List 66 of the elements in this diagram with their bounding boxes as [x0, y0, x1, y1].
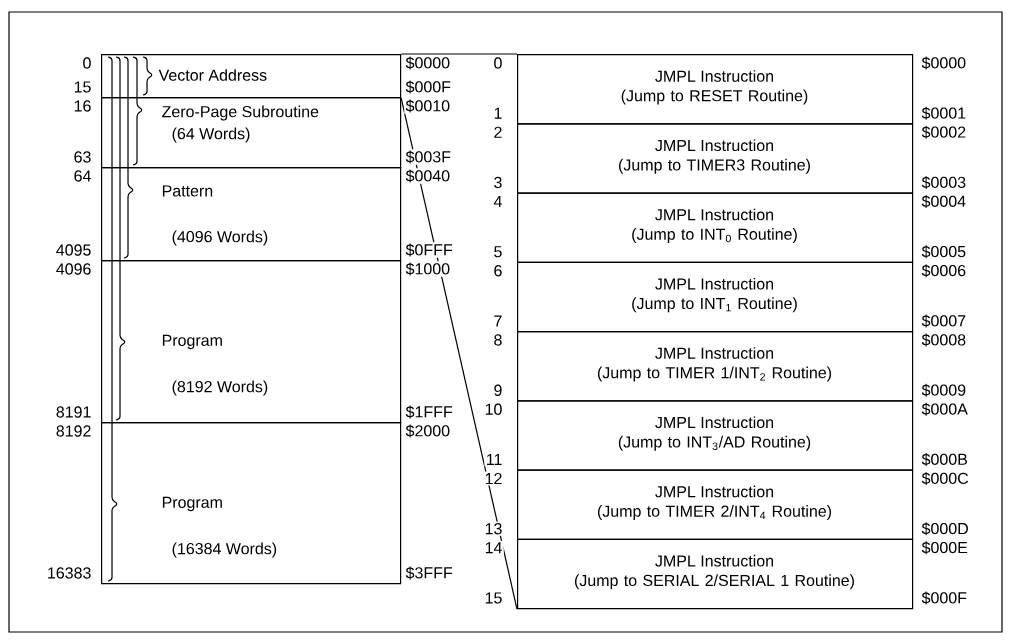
address-label: 5	[492, 244, 504, 259]
address-label: 0	[492, 56, 504, 70]
address-label: $0004	[920, 193, 968, 210]
memory-block: JMPL Instruction (Jump to TIMER 2/INT$_{4}$ Routine)	[517, 469, 914, 540]
address-label: $1FFF	[404, 404, 455, 420]
address-label: $1000	[404, 261, 452, 277]
address-label: $0000	[404, 55, 452, 71]
address-label: 63	[72, 150, 93, 164]
address-label: 14	[483, 540, 504, 555]
address-label: $0040	[404, 168, 452, 184]
address-label: 2	[492, 125, 504, 140]
memory-block: JMPL Instruction (Jump to RESET Routine)	[517, 54, 914, 125]
address-label: $000D	[920, 520, 971, 537]
address-label: $0005	[920, 243, 968, 260]
address-label: $0002	[920, 124, 968, 141]
memory-block: JMPL Instruction (Jump to TIMER3 Routine)	[517, 123, 914, 194]
address-label: 0	[81, 56, 93, 70]
address-label: $0010	[404, 98, 452, 114]
address-label: $000B	[920, 451, 970, 468]
address-label: $2000	[404, 423, 452, 439]
address-label: 8192	[54, 424, 93, 438]
memory-block: JMPL Instruction (Jump to TIMER 1/INT$_{2}$ Routine)	[517, 331, 914, 402]
address-label: 1	[492, 106, 504, 121]
address-label: $0003	[920, 174, 968, 191]
memory-block: JMPL Instruction (Jump to INT$_{0}$ Routine)	[517, 192, 914, 263]
address-label: 16	[72, 99, 93, 113]
address-label: $0008	[920, 332, 968, 348]
address-label: 8	[492, 333, 504, 347]
address-label: 16383	[45, 566, 93, 580]
address-label: 4096	[54, 262, 93, 276]
address-label: $0000	[920, 55, 968, 71]
address-label: 13	[483, 521, 504, 536]
address-label: $0001	[920, 105, 968, 122]
expansion-line	[400, 53, 518, 55]
address-label: $003F	[404, 149, 453, 165]
address-label: 4	[492, 194, 504, 209]
address-label: 15	[483, 591, 504, 605]
address-label: 15	[72, 80, 93, 94]
address-label: 7	[492, 314, 504, 328]
address-label: 6	[492, 263, 504, 278]
memory-block: JMPL Instruction (Jump to INT$_{1}$ Routine)	[517, 261, 914, 333]
address-label: 11	[484, 452, 504, 467]
memory-block: JMPL Instruction (Jump to SERIAL 2/SERIAL 1 Routine)	[517, 538, 914, 610]
address-label: $000E	[920, 539, 970, 556]
address-label: $000C	[920, 470, 971, 487]
address-label: $0006	[920, 262, 968, 279]
memory-block: Program (8192 Words)	[101, 260, 402, 424]
memory-block: Program (16384 Words)	[101, 422, 402, 585]
address-label: $000F	[404, 79, 453, 95]
address-label: 4095	[54, 243, 93, 257]
memory-block: Zero-Page Subroutine (64 Words)	[101, 97, 402, 169]
address-label: $0009	[920, 382, 968, 399]
memory-block: JMPL Instruction (Jump to INT$_{3}$/AD Routine)	[517, 400, 914, 471]
address-label: $0FFF	[404, 242, 455, 258]
address-label: $0007	[920, 313, 968, 329]
address-label: 12	[483, 471, 504, 486]
address-label: 8191	[54, 405, 93, 419]
memory-block: Vector Address	[101, 54, 402, 99]
address-label: $3FFF	[404, 565, 455, 581]
address-label: 64	[72, 169, 93, 183]
memory-block: Pattern (4096 Words)	[101, 167, 402, 262]
address-label: 3	[492, 175, 504, 190]
address-label: 10	[483, 402, 504, 417]
address-label: 9	[492, 383, 504, 398]
address-label: $000F	[920, 590, 969, 606]
address-label: $000A	[920, 401, 970, 418]
